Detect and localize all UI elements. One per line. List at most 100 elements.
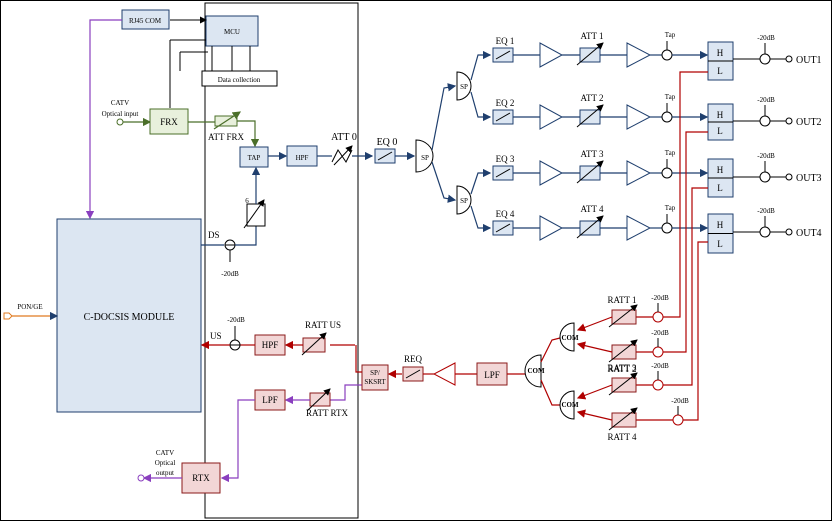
output-port-icon[interactable] bbox=[785, 173, 793, 181]
att-label: ATT 1 bbox=[580, 31, 603, 41]
frx-label: FRX bbox=[160, 117, 178, 127]
tap-coupler-icon bbox=[661, 111, 673, 123]
mcu-label: MCU bbox=[224, 28, 240, 36]
att0-label: ATT 0 bbox=[331, 132, 357, 143]
l-label: L bbox=[717, 239, 723, 249]
tap-label: TAP bbox=[248, 154, 261, 162]
optical-output-port-icon bbox=[137, 474, 145, 482]
att-frx-label: ATT FRX bbox=[208, 132, 245, 142]
ratt-rtx-label: RATT RTX bbox=[306, 408, 349, 418]
out-minus20-label: -20dB bbox=[757, 207, 775, 215]
req-block bbox=[402, 366, 424, 382]
lpf-main-block: LPF bbox=[476, 362, 508, 386]
com-bottom-icon: COM bbox=[559, 390, 579, 420]
tap-label: Tap bbox=[665, 149, 676, 157]
data-collection-block: Data collection bbox=[201, 70, 278, 87]
frx-block: FRX bbox=[149, 108, 189, 135]
mcu-block: MCU bbox=[205, 15, 259, 47]
catv-input-label-1: CATV bbox=[111, 99, 129, 107]
com-top-icon: COM bbox=[559, 322, 579, 352]
ratt-rtx-block bbox=[306, 388, 331, 412]
optical-input-port-icon bbox=[116, 118, 124, 126]
tap-block: TAP bbox=[239, 146, 269, 168]
return-coupler-icon bbox=[672, 414, 684, 426]
out-coupler-icon bbox=[759, 226, 771, 238]
amplifier-icon bbox=[539, 42, 564, 68]
catv-output-label-1: CATV bbox=[156, 449, 174, 457]
amplifier-icon bbox=[626, 42, 652, 68]
out-coupler-icon bbox=[759, 171, 771, 183]
amplifier-icon bbox=[626, 215, 652, 241]
svg-text:SP: SP bbox=[460, 197, 468, 205]
h-label: H bbox=[717, 48, 724, 58]
hpf-us-block: HPF bbox=[254, 334, 286, 356]
hpf-ds-block: HPF bbox=[286, 145, 318, 167]
six-label: 6 bbox=[245, 197, 249, 205]
hpf-us-label: HPF bbox=[262, 340, 279, 350]
att-label: ATT 3 bbox=[580, 149, 604, 159]
eq0-block bbox=[374, 148, 396, 164]
com-main-icon: COM bbox=[524, 354, 545, 388]
amplifier-icon bbox=[539, 215, 564, 241]
att0-icon bbox=[331, 145, 353, 166]
lpf-rtx-block: LPF bbox=[254, 389, 286, 411]
output-port-icon[interactable] bbox=[785, 228, 793, 236]
tap-label: Tap bbox=[665, 93, 676, 101]
pon-port-icon bbox=[3, 312, 13, 320]
h-label: H bbox=[717, 110, 724, 120]
rtx-block: RTX bbox=[181, 462, 221, 494]
output-port-icon[interactable] bbox=[785, 117, 793, 125]
out-label: OUT2 bbox=[796, 117, 822, 128]
ds-label: DS bbox=[208, 230, 220, 240]
tap-label: Tap bbox=[665, 204, 676, 212]
rj45-label: RJ45 COM bbox=[129, 17, 162, 25]
return-minus20-label: -20dB bbox=[671, 397, 689, 405]
cdocsis-module: C-DOCSIS MODULE bbox=[56, 218, 202, 413]
splitter-top-icon: SP bbox=[456, 71, 472, 101]
output-port-icon[interactable] bbox=[785, 55, 793, 63]
l-label: L bbox=[717, 183, 723, 193]
eq-label: EQ 1 bbox=[496, 36, 515, 46]
ratt-us-label: RATT US bbox=[305, 320, 341, 330]
svg-text:SP: SP bbox=[460, 83, 468, 91]
svg-text:COM: COM bbox=[561, 334, 579, 342]
lpf-rtx-label: LPF bbox=[262, 395, 278, 405]
eq-label: EQ 4 bbox=[496, 209, 515, 219]
ratt-label: RATT 1 bbox=[607, 295, 636, 305]
splitter-bottom-icon: SP bbox=[456, 185, 472, 215]
us-label: US bbox=[210, 331, 222, 341]
data-collection-label: Data collection bbox=[218, 76, 261, 84]
l-label: L bbox=[717, 66, 723, 76]
catv-output-label-2: Optical bbox=[155, 459, 176, 467]
svg-text:COM: COM bbox=[527, 367, 545, 375]
lpf-main-label: LPF bbox=[484, 370, 500, 380]
out-coupler-icon bbox=[759, 53, 771, 65]
tap-coupler-icon bbox=[661, 49, 673, 61]
rj45-com-block: RJ45 COM bbox=[121, 9, 170, 30]
return-coupler-icon bbox=[652, 346, 664, 358]
pon-ge-label: PON/GE bbox=[17, 303, 42, 311]
rtx-label: RTX bbox=[192, 473, 210, 483]
hpf-ds-label: HPF bbox=[296, 154, 309, 162]
tap-coupler-icon bbox=[661, 167, 673, 179]
return-coupler-icon bbox=[652, 379, 664, 391]
catv-input-label-2: Optical input bbox=[102, 110, 139, 118]
l-label: L bbox=[717, 126, 723, 136]
eq0-label: EQ 0 bbox=[377, 137, 398, 148]
sp-main-label: SP bbox=[421, 154, 429, 162]
amplifier-icon bbox=[626, 104, 652, 130]
out-minus20-label: -20dB bbox=[757, 34, 775, 42]
return-amp-icon bbox=[432, 362, 456, 386]
amplifier-icon bbox=[539, 104, 564, 130]
ds-minus20-label: -20dB bbox=[221, 270, 239, 278]
amplifier-icon bbox=[539, 160, 564, 186]
return-minus20-label: -20dB bbox=[651, 329, 669, 337]
tap-label: Tap bbox=[665, 31, 676, 39]
